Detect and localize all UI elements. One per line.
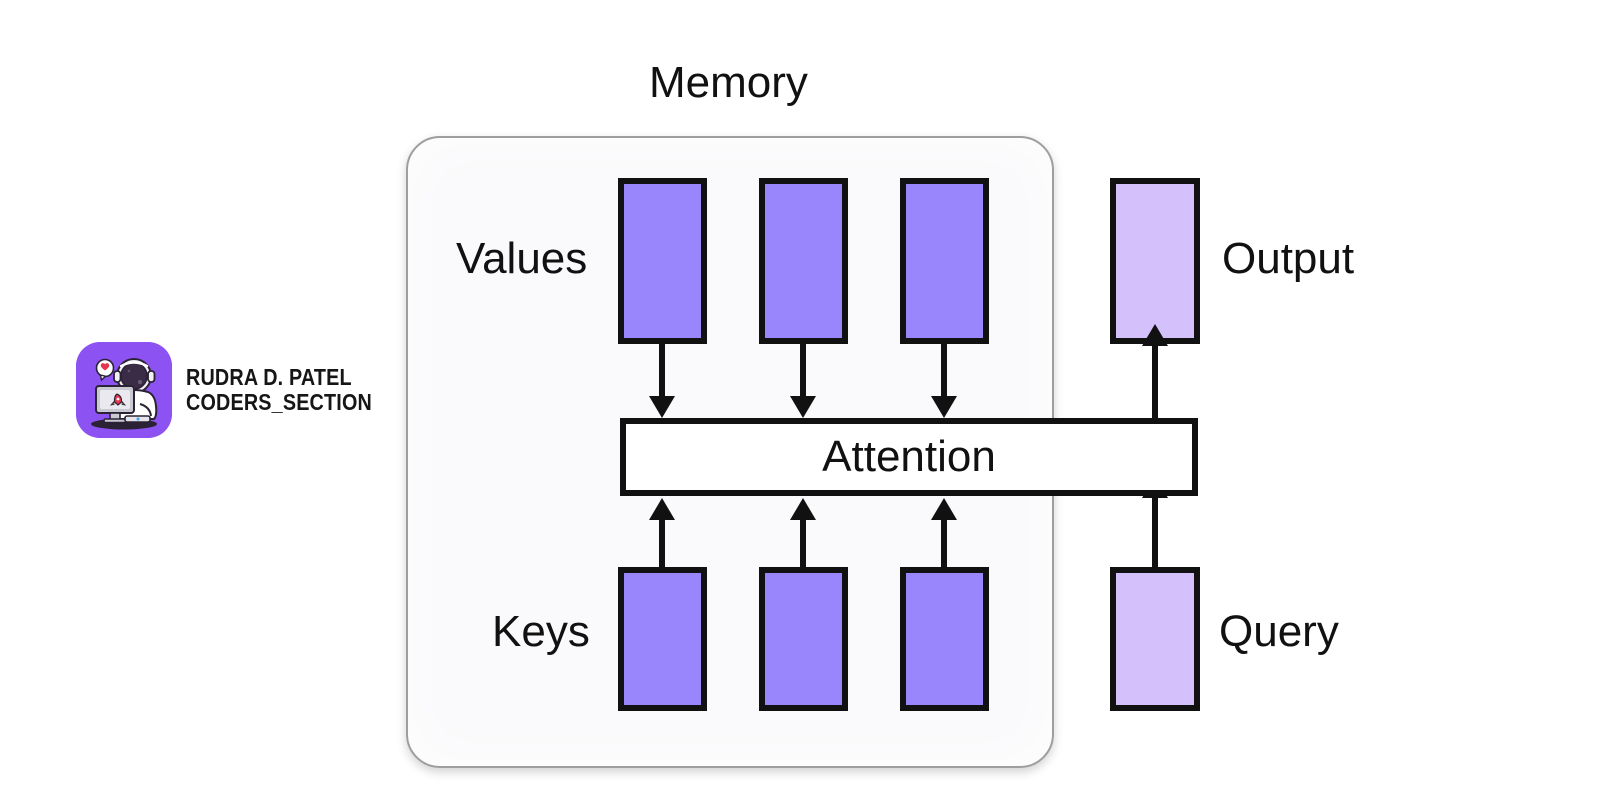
attention-label: Attention <box>822 432 996 481</box>
branding-text: RUDRA D. PATEL CODERS_SECTION <box>186 365 372 415</box>
output-label: Output <box>1222 234 1355 283</box>
value-cell <box>618 178 707 344</box>
query-label: Query <box>1219 607 1339 656</box>
brand-handle: CODERS_SECTION <box>186 389 372 415</box>
key-cell <box>618 567 707 711</box>
up-arrow-icon <box>1152 496 1158 568</box>
up-arrow-icon <box>659 518 665 568</box>
output-cell <box>1110 178 1200 344</box>
up-arrow-icon <box>800 518 806 568</box>
key-cell <box>759 567 848 711</box>
branding-watermark: RUDRA D. PATEL CODERS_SECTION <box>76 342 402 438</box>
astronaut-computer-icon <box>76 342 172 438</box>
query-cell <box>1110 567 1200 711</box>
value-cell <box>900 178 989 344</box>
key-cell <box>900 567 989 711</box>
up-arrow-icon <box>941 518 947 568</box>
down-arrow-icon <box>800 344 806 398</box>
down-arrow-icon <box>941 344 947 398</box>
value-cell <box>759 178 848 344</box>
values-label: Values <box>456 234 588 283</box>
down-arrow-icon <box>659 344 665 398</box>
up-arrow-icon <box>1152 344 1158 418</box>
brand-name: RUDRA D. PATEL <box>186 364 352 391</box>
attention-block: Attention <box>620 418 1198 496</box>
keys-label: Keys <box>492 607 590 656</box>
memory-title: Memory <box>649 58 808 107</box>
